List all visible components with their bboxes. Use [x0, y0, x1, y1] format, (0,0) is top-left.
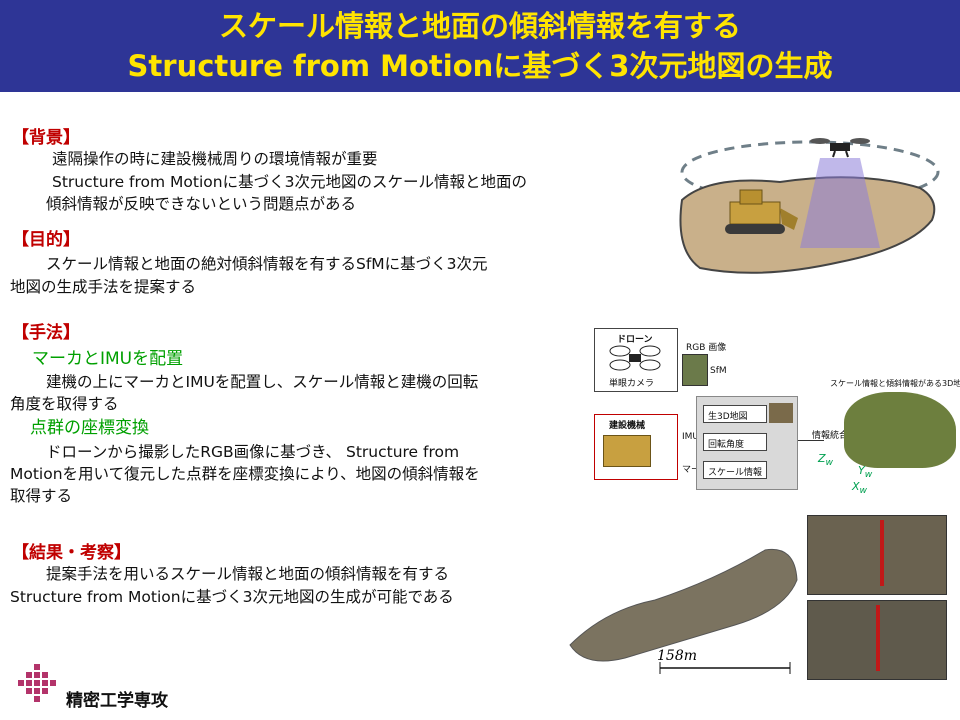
method-text2-line1: ドローンから撮影したRGB画像に基づき、 Structure from	[46, 443, 460, 461]
output-3d-map	[844, 392, 956, 468]
scale-box: スケール情報	[703, 461, 767, 479]
scale-info-label: スケール情報	[708, 468, 763, 478]
marker-line-1	[880, 520, 884, 586]
method-sub1: マーカとIMUを配置	[32, 349, 184, 369]
pointcloud-shape	[569, 548, 798, 662]
result-heading: 【結果・考察】	[12, 543, 131, 563]
result-line2: Structure from Motionに基づく3次元地図の生成が可能である	[10, 588, 454, 606]
purpose-heading: 【目的】	[12, 230, 80, 250]
drone-terrain-illustration	[679, 138, 940, 274]
output-title-label: スケール情報と傾斜情報がある3D地図	[830, 379, 960, 388]
page-title-line2: Structure from Motionに基づく3次元地図の生成	[127, 49, 833, 83]
rgb-image-thumb	[682, 354, 708, 386]
background-heading: 【背景】	[12, 128, 80, 148]
method-text2-line3: 取得する	[10, 487, 73, 505]
marker-line-2	[876, 605, 880, 671]
method-text2-line2: Motionを用いて復元した点群を座標変換により、地図の傾斜情報を	[10, 465, 480, 483]
department-logo-icon	[18, 664, 56, 702]
drone-box-label: ドローン	[617, 335, 653, 345]
excavator-small-icon	[603, 435, 651, 467]
excavator-icon	[725, 189, 798, 234]
department-logo-text: 精密工学専攻	[66, 691, 168, 711]
axis-z-label: Zw	[818, 452, 834, 469]
method-text1-line2: 角度を取得する	[10, 395, 119, 413]
result-line1: 提案手法を用いるスケール情報と地面の傾斜情報を有する	[46, 565, 450, 583]
construction-box: 建設機械	[594, 414, 678, 480]
result-3d-map	[569, 548, 798, 674]
axis-y-label: Yw	[858, 464, 873, 481]
result-photo-1	[807, 515, 947, 595]
method-text1-line1: 建機の上にマーカとIMUを配置し、スケール情報と建機の回転	[46, 373, 479, 391]
integration-arrow	[798, 440, 824, 441]
background-line1: 遠隔操作の時に建設機械周りの環境情報が重要	[52, 150, 378, 168]
drone-box: ドローン 単眼カメラ	[594, 328, 678, 392]
integration-label: 情報統合	[812, 431, 849, 441]
rgb-image-label: RGB 画像	[686, 343, 727, 353]
rotation-label: 回転角度	[708, 440, 745, 450]
raw-map-box: 生3D地図	[703, 405, 767, 423]
axis-x-label: Xw	[852, 480, 868, 497]
method-heading: 【手法】	[12, 323, 80, 343]
processing-panel: 生3D地図 回転角度 スケール情報	[696, 396, 798, 490]
scale-label: 158m	[657, 648, 697, 664]
construction-box-label: 建設機械	[609, 421, 646, 431]
method-sub2: 点群の座標変換	[30, 418, 149, 438]
raw-map-thumb	[769, 403, 793, 423]
method-diagram: ドローン 単眼カメラ RGB 画像 SfM 建設機械 IMU マーカ 生3D地図…	[590, 328, 960, 497]
drone-small-icon	[609, 345, 661, 371]
background-line3: 傾斜情報が反映できないという問題点がある	[46, 195, 357, 213]
purpose-line2: 地図の生成手法を提案する	[10, 278, 197, 296]
marker-label: マーカ	[682, 462, 709, 475]
page-title-line1: スケール情報と地面の傾斜情報を有する	[218, 9, 741, 43]
title-banner: スケール情報と地面の傾斜情報を有する Structure from Motion…	[0, 0, 960, 92]
result-photo-2	[807, 600, 947, 680]
mono-camera-label: 単眼カメラ	[609, 379, 655, 389]
sfm-label: SfM	[710, 366, 727, 376]
imu-label: IMU	[682, 432, 700, 442]
drone-icon	[810, 138, 870, 158]
camera-view-cone	[800, 158, 880, 248]
purpose-line1: スケール情報と地面の絶対傾斜情報を有するSfMに基づく3次元	[46, 255, 488, 273]
raw-map-label: 生3D地図	[708, 412, 748, 422]
background-line2: Structure from Motionに基づく3次元地図のスケール情報と地面…	[52, 173, 527, 191]
rotation-box: 回転角度	[703, 433, 767, 451]
